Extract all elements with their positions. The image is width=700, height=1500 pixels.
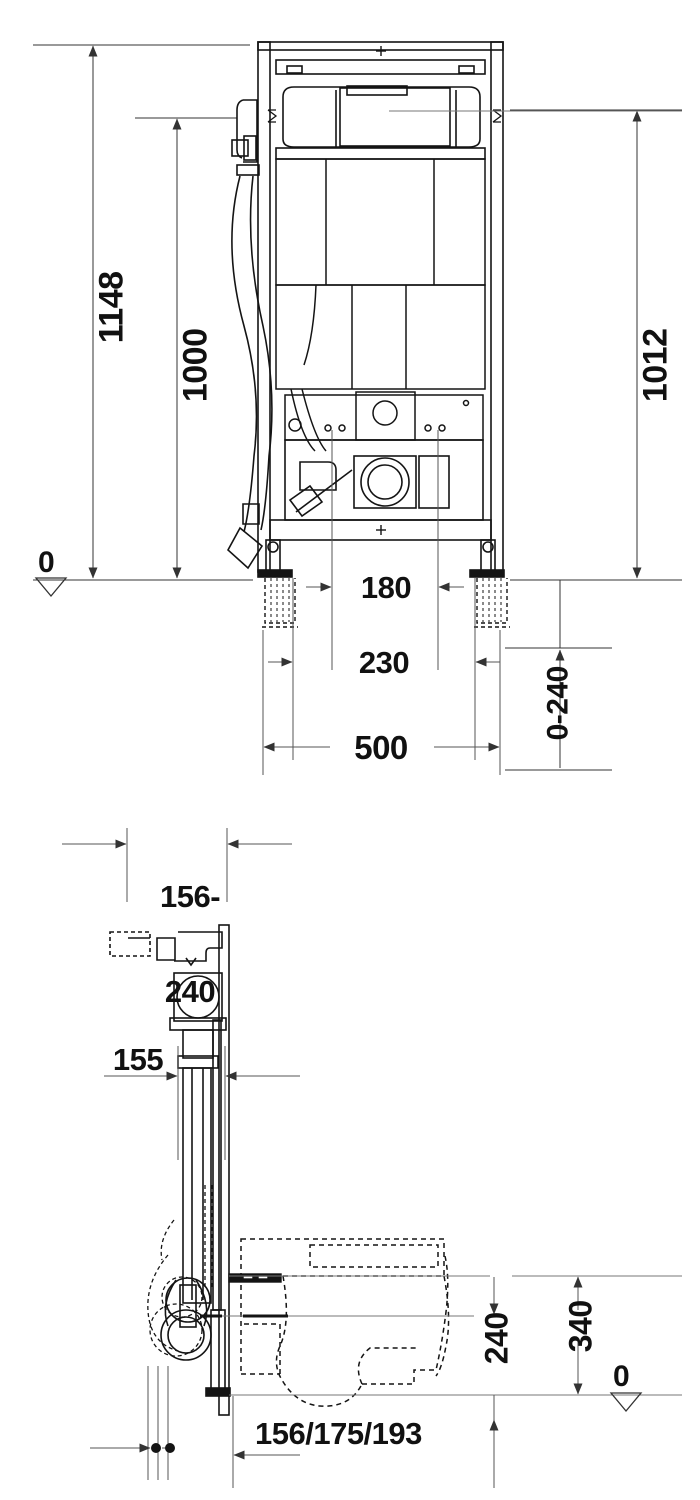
front-tank-body — [275, 158, 486, 390]
dim-frame-width-500: 500 — [354, 729, 408, 766]
dim-inner-width-180: 180 — [360, 570, 412, 605]
side-depth-dim — [104, 1046, 300, 1160]
dim-frame-depth-155: 155 — [112, 1042, 164, 1077]
side-frame-geometry — [109, 924, 231, 1416]
dim-foot-adjust-0-240: 0-240 — [541, 666, 575, 741]
side-reference-lines — [200, 1275, 682, 1396]
front-waste-outlet — [284, 439, 484, 521]
dim-right-height-1012: 1012 — [636, 328, 675, 403]
dim-depth-range-line1: 156- — [159, 879, 221, 915]
dim-seat-height-340: 340 — [562, 1300, 599, 1353]
side-top-dim — [62, 828, 292, 902]
dim-bowl-height-240: 240 — [478, 1312, 515, 1365]
datum-marker-side — [609, 1392, 643, 1413]
front-frame-geometry — [257, 41, 504, 573]
front-center-marks — [376, 46, 386, 535]
front-section-marks — [267, 109, 503, 123]
dim-fixing-spacing-230: 230 — [358, 645, 410, 680]
dim-overall-height-1148: 1148 — [92, 271, 131, 344]
front-dimension-lines — [33, 44, 682, 771]
side-outlet-dim — [90, 1366, 495, 1488]
front-anchor-dashed — [262, 578, 510, 628]
dim-depth-range-156-240: 156- 240 — [140, 818, 240, 1071]
dim-depth-range-line2: 240 — [164, 974, 216, 1010]
front-horizontal-dims — [262, 430, 501, 775]
front-legs-feet — [257, 539, 505, 578]
dim-cistern-height-1000: 1000 — [176, 328, 215, 403]
side-height-dims — [489, 1276, 583, 1440]
dim-outlet-positions: 156/175/193 — [255, 1416, 422, 1451]
dim-datum-zero-front: 0 — [38, 546, 55, 579]
wc-bowl-outline — [240, 1238, 450, 1407]
front-anchor-hatch — [270, 578, 502, 622]
front-internal-hoses — [290, 284, 327, 452]
front-supply-hose — [226, 99, 273, 570]
datum-marker-front — [34, 577, 68, 598]
side-dashed-alternate — [147, 1185, 213, 1357]
front-bottom-rail — [269, 519, 492, 541]
front-valve-block — [284, 391, 484, 441]
wc-bowl-fixing — [228, 1273, 282, 1283]
dim-datum-zero-side: 0 — [613, 1360, 630, 1393]
